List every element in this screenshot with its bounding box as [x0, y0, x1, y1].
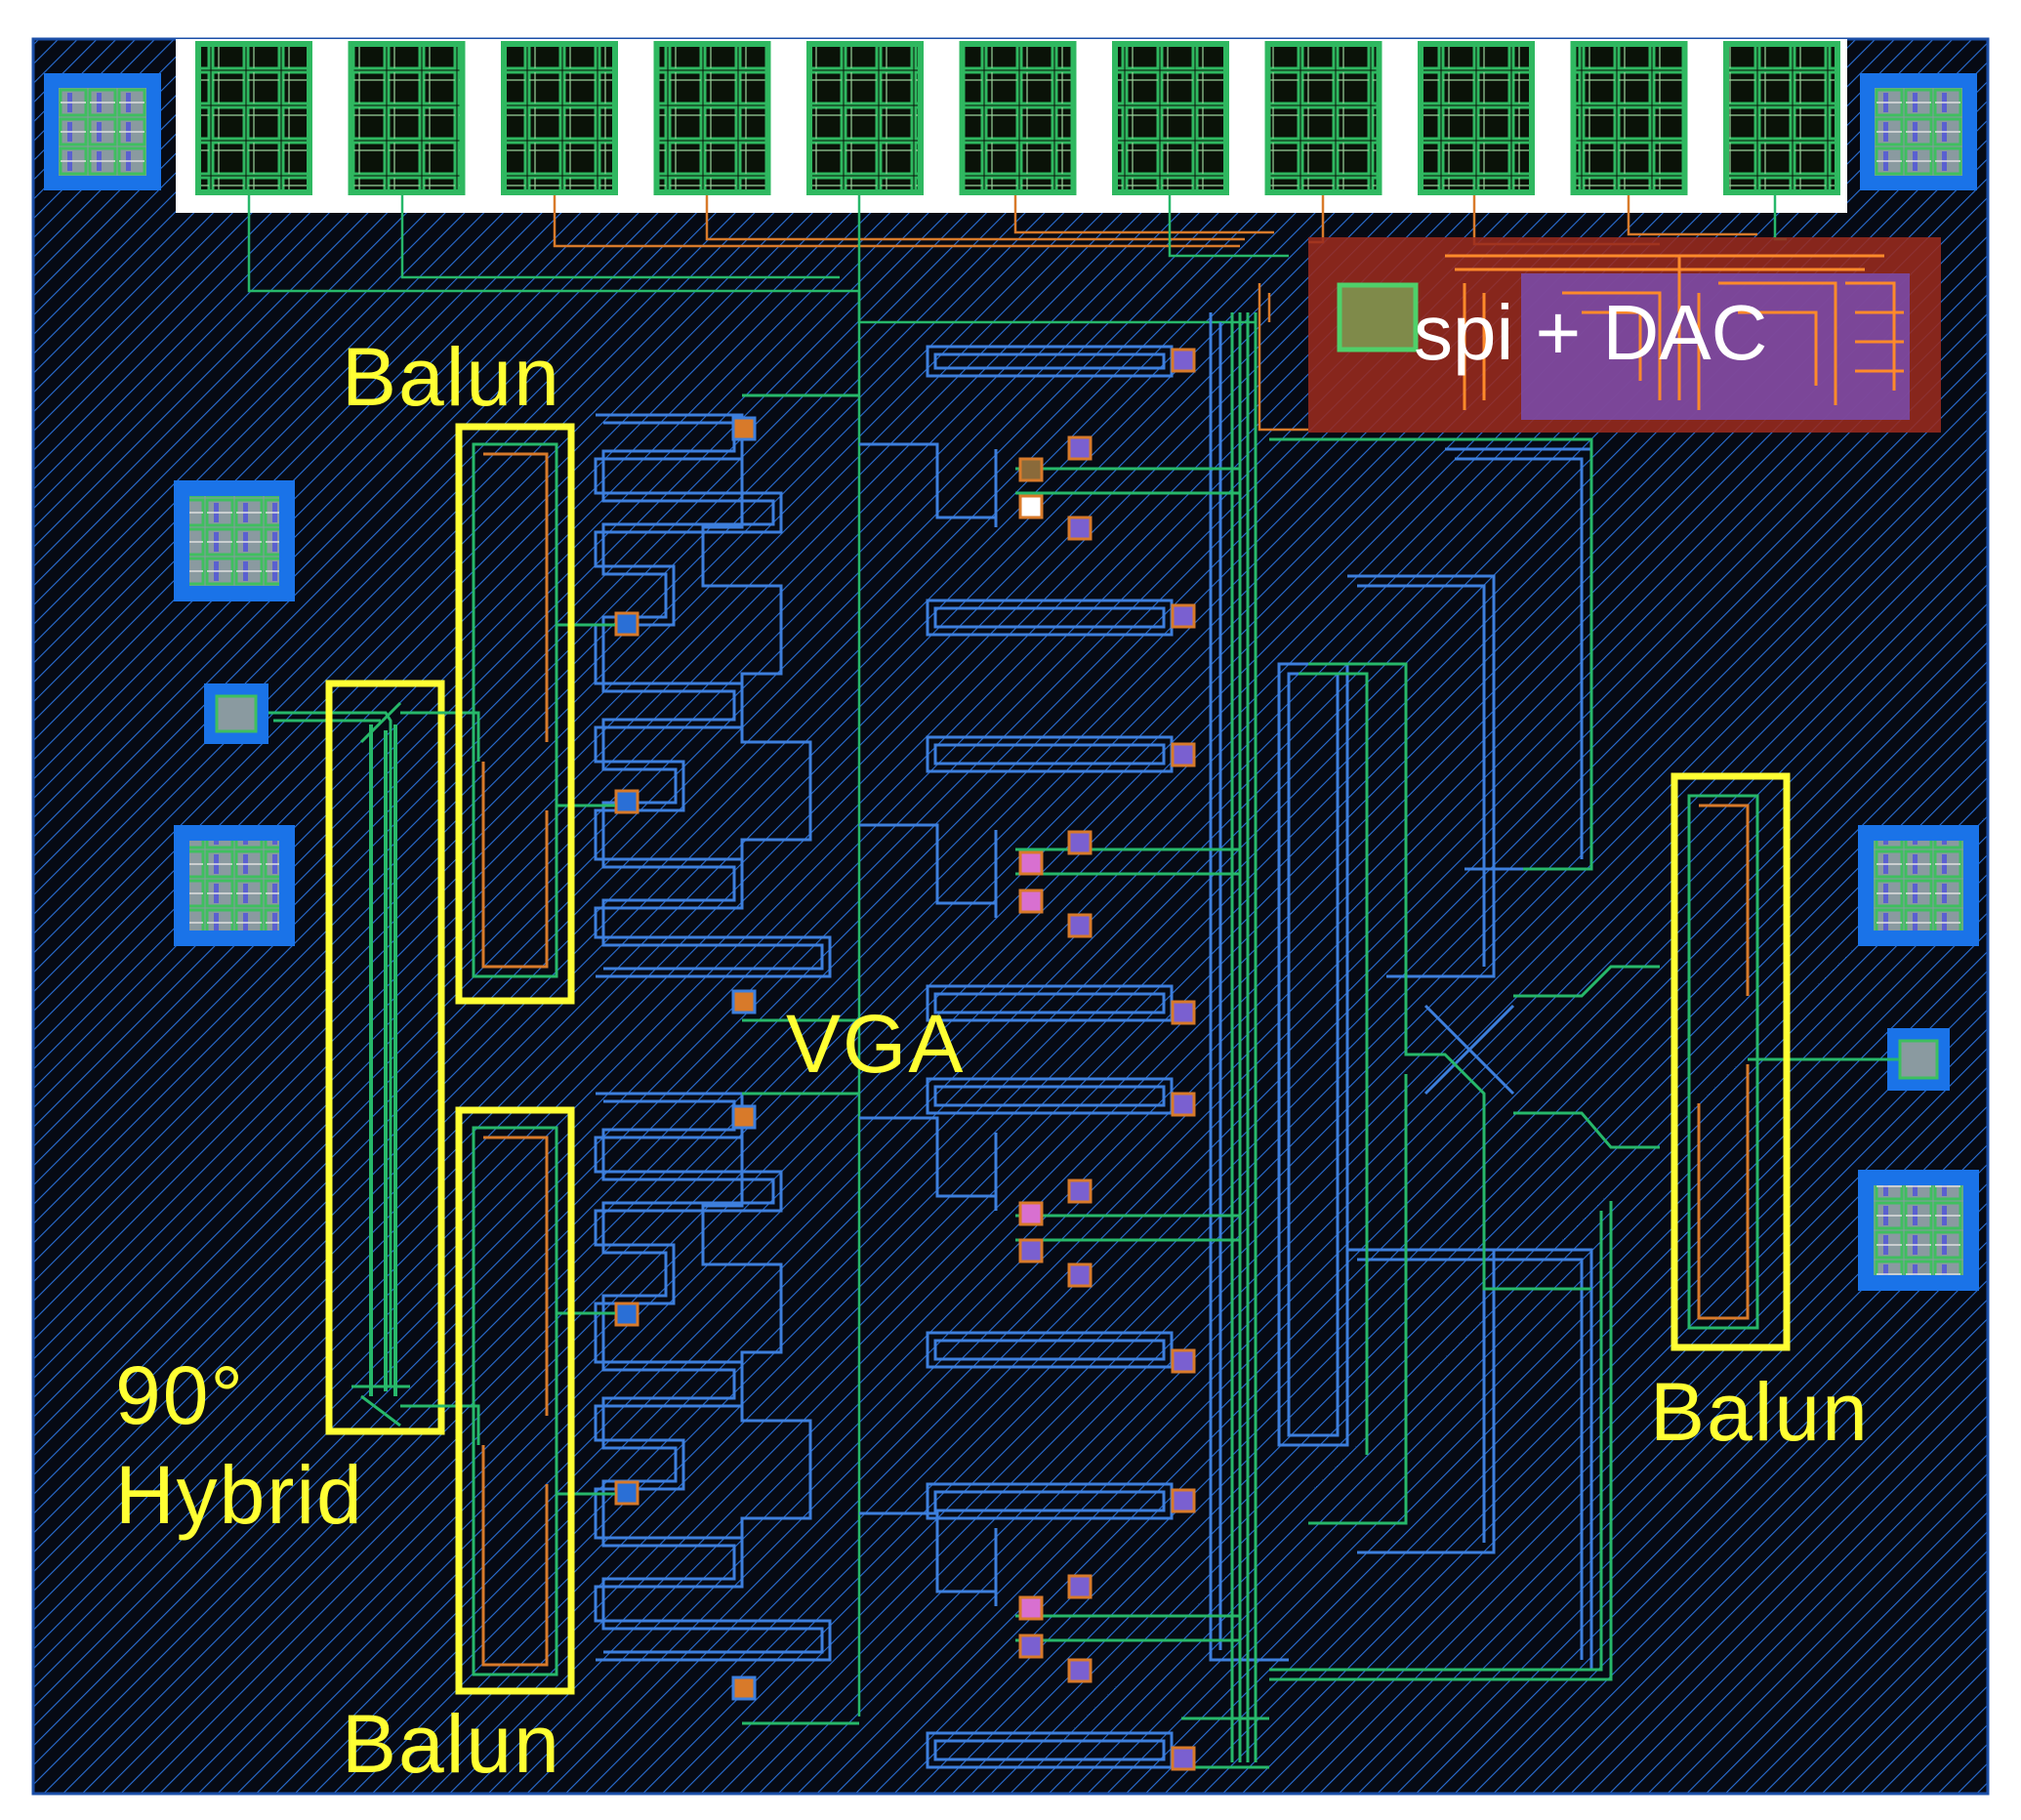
label-hybrid: Hybrid: [115, 1449, 364, 1541]
label-vga: VGA: [786, 998, 965, 1090]
pad-routing: [247, 195, 1787, 1717]
corner-pad-left: [44, 73, 161, 190]
top-pad-row: [195, 41, 1840, 195]
balun-bottom-left: [400, 1106, 615, 1695]
balun-right: [1670, 772, 1791, 1351]
corner-pad-right: [1860, 73, 1977, 190]
top-pad: [653, 41, 771, 195]
label-balun-bottom-left: Balun: [342, 1698, 561, 1790]
right-pad-2: [1858, 1170, 1979, 1291]
hybrid-highlight: [325, 680, 445, 1435]
spi-dac-block: [1308, 237, 1941, 433]
top-pad: [1418, 41, 1535, 195]
left-pad-2: [174, 825, 295, 946]
vga-green-routing: [742, 312, 1899, 1769]
label-balun-top-left: Balun: [342, 331, 561, 423]
label-spi-dac: spi + DAC: [1414, 289, 1767, 376]
hybrid-coupler: [268, 680, 445, 1435]
left-pad-1: [174, 480, 295, 601]
balun-top-left: [400, 423, 615, 1005]
top-pad: [1264, 41, 1382, 195]
label-hybrid-degrees: 90°: [115, 1349, 245, 1441]
left-pad-signal: [204, 683, 268, 744]
top-pad: [806, 41, 924, 195]
top-pad: [1570, 41, 1688, 195]
label-balun-right: Balun: [1650, 1366, 1870, 1458]
vga-vias: [614, 348, 1196, 1771]
top-pad: [195, 41, 312, 195]
top-pad: [501, 41, 618, 195]
right-pad-1: [1858, 825, 1979, 946]
top-pad: [1112, 41, 1229, 195]
top-pad: [959, 41, 1077, 195]
top-pad: [348, 41, 466, 195]
top-pad: [1723, 41, 1840, 195]
